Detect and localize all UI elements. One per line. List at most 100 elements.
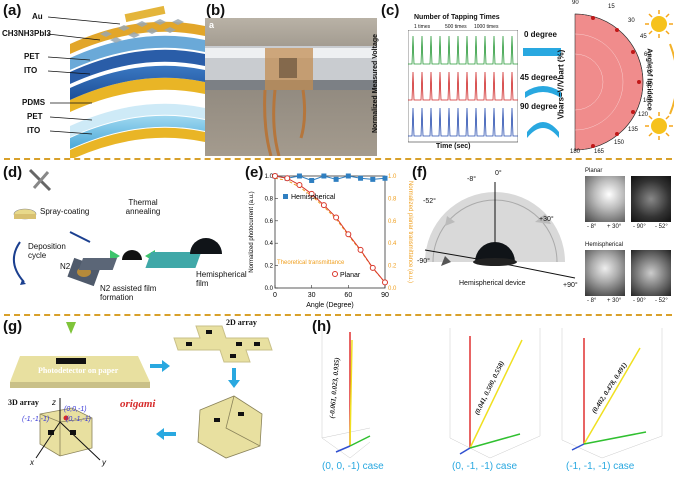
axis-z: z — [52, 398, 56, 407]
spray-gun-icon — [28, 168, 52, 192]
panel-label-g: (g) — [3, 318, 23, 335]
hemispherical-point — [370, 176, 376, 182]
case-3-label: (-1, -1, -1) case — [566, 461, 635, 472]
panel-label-d: (d) — [3, 164, 23, 181]
layer-label-au: Au — [32, 12, 43, 21]
polar-tick-75: 75 — [646, 68, 653, 74]
device-on-cylinder-photo — [205, 46, 377, 157]
step-n2-film: N2 assisted film formation — [100, 284, 157, 302]
planar-point — [333, 214, 340, 221]
array3d-label: 3D array — [8, 398, 39, 407]
legend-planar-label: Planar — [340, 272, 361, 279]
series-line-1 — [274, 175, 386, 283]
tap-count-1000: 1000 times — [474, 24, 499, 30]
panel-label-a: (a) — [3, 2, 22, 19]
planar-point — [272, 173, 278, 179]
hemispherical-point — [345, 173, 351, 179]
y2-tick-label: 1.0 — [388, 174, 397, 180]
f-angle-m90: -90° — [417, 258, 430, 265]
hemispherical-point — [333, 176, 339, 182]
f-angle-m8: -8° — [467, 176, 477, 183]
plot-frame — [274, 175, 386, 289]
img-label-p30-bot: + 30° — [607, 298, 622, 304]
f-angle-0: 0° — [495, 170, 502, 177]
hemispherical-point — [296, 173, 302, 179]
panel-label-f: (f) — [412, 164, 427, 181]
f-angle-p30: +30° — [539, 216, 554, 223]
hemispherical-point — [309, 177, 315, 183]
polar-tick-90: 90 — [646, 82, 653, 88]
f-caption: Hemispherical device — [459, 280, 526, 287]
img-label-m8-bot: - 8° — [587, 298, 597, 304]
sun-icon-bottom — [645, 112, 673, 140]
panel-h: (-0.061, 0.023, 0.935) (0.041, 0.500, 0.… — [310, 318, 676, 475]
axis-x: x — [30, 458, 34, 467]
legend-hemi-marker — [283, 194, 288, 199]
divider-bottom — [4, 314, 672, 316]
planar-point — [382, 279, 388, 286]
y2-tick-label: 0.0 — [388, 286, 397, 292]
img-label-m90-bot: - 90° — [633, 298, 646, 304]
step-annealing: Thermal annealing — [125, 198, 161, 216]
vector-plot-3 — [561, 328, 663, 459]
y2-tick-label: 0.4 — [388, 241, 397, 247]
planar-point — [320, 202, 327, 209]
planar-point — [357, 246, 364, 253]
x-tick-label: 30 — [308, 292, 316, 299]
layer-stack-illustration — [47, 5, 205, 160]
img-label-m8-top: - 8° — [587, 224, 597, 230]
polar-tick-150: 150 — [614, 140, 625, 146]
y-tick-label: 0.8 — [265, 196, 274, 202]
panel-label-e: (e) — [245, 164, 264, 181]
hemispherical-point — [358, 175, 364, 181]
img-label-m90-top: - 90° — [633, 224, 646, 230]
f-angle-p90: +90° — [563, 282, 578, 289]
x-tick-label: 60 — [344, 292, 352, 299]
polar-tick-45: 45 — [640, 34, 647, 40]
y2-tick-label: 0.6 — [388, 219, 397, 225]
layer-label-ito-1: ITO — [24, 66, 38, 75]
origami-label: origami — [120, 398, 156, 410]
image-planar-2 — [631, 176, 671, 222]
fabrication-illustration — [13, 168, 222, 287]
layer-label-pet-1: PET — [24, 52, 40, 61]
y-tick-label: 0.0 — [265, 286, 274, 292]
y-tick-label: 0.6 — [265, 219, 274, 225]
y2-tick-label: 0.8 — [388, 196, 397, 202]
planar-point — [308, 190, 315, 197]
x-tick-label: 90 — [381, 292, 389, 299]
polar-tick-top: 90 — [572, 0, 579, 6]
image-hemi-1 — [585, 250, 625, 296]
axis-y: y — [102, 458, 106, 467]
angle-label-0: 0 degree — [524, 30, 557, 39]
tap-title: Number of Tapping Times — [414, 14, 500, 21]
polar-tick-180: 180 — [570, 149, 581, 155]
panel-a-layer-stack: Au CH3NH3PbI3 PET ITO PDMS PET ITO — [0, 0, 205, 160]
angle-label-45: 45 degree — [520, 73, 558, 82]
f-hemi: Hemispherical — [585, 242, 624, 248]
polar-tick-15: 15 — [608, 4, 615, 10]
panel-d: Spray-coating Deposition cycle N2 Therma… — [0, 162, 247, 312]
y2-tick-label: 0.2 — [388, 264, 397, 270]
img-label-m52-bot: - 52° — [655, 298, 668, 304]
y-tick-label: 0.2 — [265, 264, 274, 270]
image-hemi-2 — [631, 250, 671, 296]
polar-tick-135: 135 — [628, 127, 639, 133]
step-spray: Spray-coating — [40, 207, 90, 216]
polar-tick-30: 30 — [628, 18, 635, 24]
case-1-label: (0, 0, -1) case — [322, 461, 384, 472]
y-axis-label: Normalized photocurrent (a.u.) — [249, 191, 255, 272]
step-n2: N2 — [60, 262, 71, 271]
y-tick-label: 0.4 — [265, 241, 274, 247]
panel-b-photo: a — [205, 18, 377, 157]
y-tick-label: 1.0 — [265, 174, 274, 180]
panel-c: Number of Tapping Times 1 times 500 time… — [372, 0, 676, 158]
legend-hemi-label: Hemispherical — [291, 194, 336, 201]
img-label-m52-top: - 52° — [655, 224, 668, 230]
paper-label: Photodetector on paper — [38, 366, 119, 375]
coord-111: (-1,-1,-1) — [22, 416, 50, 423]
panel-label-h: (h) — [312, 318, 332, 335]
planar-point — [284, 175, 291, 182]
